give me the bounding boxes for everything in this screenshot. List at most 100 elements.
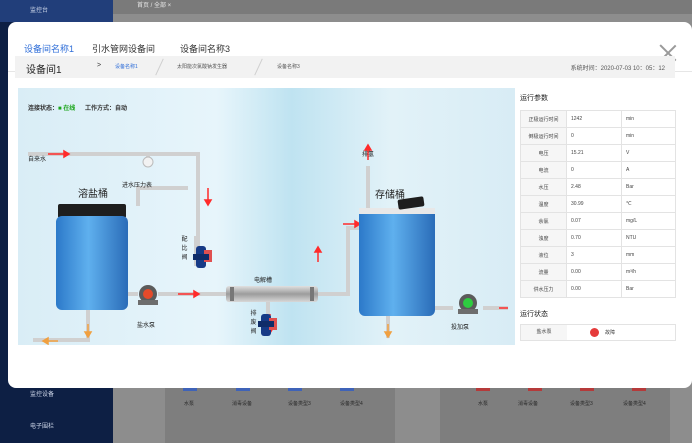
param-value: 3 — [566, 246, 622, 264]
process-diagram: 连接状态：■ 在线 工作方式：自动 — [18, 88, 515, 345]
electrolyzer — [226, 286, 318, 302]
param-value: 15.21 — [566, 144, 622, 162]
sidebar-item-fence[interactable]: 电子围栏 — [30, 424, 55, 430]
background-bar — [236, 388, 250, 391]
waste-arrows — [41, 324, 393, 345]
legend-item: 设备类型4 — [623, 401, 646, 407]
legend-item: 设备类型4 — [340, 401, 363, 407]
dosing-valve-icon — [193, 246, 212, 268]
background-bar — [632, 388, 646, 391]
background-bar — [528, 388, 542, 391]
param-value: 2.48 — [566, 178, 622, 196]
param-value: 0 — [566, 161, 622, 179]
background-bar — [476, 388, 490, 391]
param-unit: V — [621, 144, 676, 162]
param-value: 0.07 — [566, 212, 622, 230]
tab-water-pipe-room[interactable]: 引水管网设备间 — [92, 44, 156, 54]
run-status-row: 盐水泵 故障 — [520, 324, 676, 341]
param-name: 电压 — [520, 144, 567, 162]
param-name: 液位 — [520, 246, 567, 264]
param-unit: ℃ — [621, 195, 676, 213]
storage-tank-label: 存储桶 — [375, 190, 405, 201]
brine-pump-label: 盐水泵 — [137, 323, 156, 329]
param-value: 1242 — [566, 110, 622, 128]
param-unit: Bar — [621, 178, 676, 196]
drain-valve-label: 排废阀 — [250, 311, 257, 335]
dosing-pump-label: 投加泵 — [451, 325, 470, 331]
crumb-device-1[interactable]: 设备名称1 — [115, 64, 138, 70]
params-title: 运行参数 — [520, 95, 548, 102]
room-title: 设备间1 — [26, 65, 62, 76]
param-name: 流量 — [520, 263, 567, 281]
crumb-divider — [254, 58, 263, 76]
param-value: 30.99 — [566, 195, 622, 213]
tab-device-room-1[interactable]: 设备间名称1 — [24, 44, 75, 54]
legend-item: 消毒设备 — [518, 401, 539, 407]
background-bar — [183, 388, 197, 391]
param-name: 温度 — [520, 195, 567, 213]
background-bar — [580, 388, 594, 391]
param-name: 正极运行时间 — [520, 110, 567, 128]
crumb-generator[interactable]: 太阳能次氯酸钠发生器 — [177, 64, 228, 70]
work-mode: 工作方式：自动 — [84, 106, 127, 112]
storage-tank — [359, 196, 435, 316]
background-chart-left — [165, 378, 395, 443]
salt-tank-label: 溶盐桶 — [78, 189, 108, 200]
param-unit: m³/h — [621, 263, 676, 281]
inlet-gauge-label: 进水压力表 — [122, 183, 153, 189]
param-unit: NTU — [621, 229, 676, 247]
legend-item: 水泵 — [478, 401, 489, 407]
fault-indicator-icon — [590, 328, 599, 337]
legend-item: 消毒设备 — [232, 401, 253, 407]
connection-status: 连接状态：■ 在线 工作方式：自动 — [28, 103, 127, 112]
tab-device-room-3[interactable]: 设备间名称3 — [180, 44, 231, 54]
background-breadcrumb: 首页 / 全部 × — [113, 0, 692, 14]
sidebar-item-monitor[interactable]: 监控台 — [0, 0, 113, 22]
legend-item: 设备类型3 — [570, 401, 593, 407]
background-bar — [340, 388, 354, 391]
background-bar — [288, 388, 302, 391]
inlet-pressure-gauge-icon — [142, 156, 154, 168]
run-status-key: 盐水泵 — [521, 325, 567, 340]
legend-item: 水泵 — [184, 401, 195, 407]
param-name: 浊度 — [520, 229, 567, 247]
param-unit: mm — [621, 246, 676, 264]
breadcrumb: 设备间1 > 设备名称1 太阳能次氯酸钠发生器 设备名称3 系统时间：2020-… — [15, 56, 675, 78]
tap-water-label: 自来水 — [28, 157, 47, 163]
param-value: 0 — [566, 127, 622, 145]
dosing-pump-icon — [458, 294, 478, 314]
piping-schematic — [28, 143, 508, 345]
crumb-divider — [155, 58, 164, 76]
chevron-right-icon: > — [97, 62, 102, 69]
system-time: 系统时间：2020-07-03 10：05：12 — [570, 66, 665, 72]
param-unit: A — [621, 161, 676, 179]
param-name: 供水压力 — [520, 280, 567, 298]
param-unit: min — [621, 127, 676, 145]
param-unit: Bar — [621, 280, 676, 298]
param-value: 0.00 — [566, 263, 622, 281]
param-value: 0.00 — [566, 280, 622, 298]
crumb-device-3[interactable]: 设备名称3 — [277, 64, 300, 70]
drain-valve-icon — [258, 314, 277, 336]
brine-pump-icon — [138, 285, 158, 305]
salt-tank — [56, 204, 128, 310]
param-unit: mg/L — [621, 212, 676, 230]
run-status-value: 故障 — [605, 330, 616, 336]
sidebar-item-devices[interactable]: 监控设备 — [30, 392, 55, 398]
param-value: 0.70 — [566, 229, 622, 247]
electrolyzer-label: 电解槽 — [254, 278, 273, 284]
param-unit: min — [621, 110, 676, 128]
param-name: 水压 — [520, 178, 567, 196]
param-name: 电流 — [520, 161, 567, 179]
